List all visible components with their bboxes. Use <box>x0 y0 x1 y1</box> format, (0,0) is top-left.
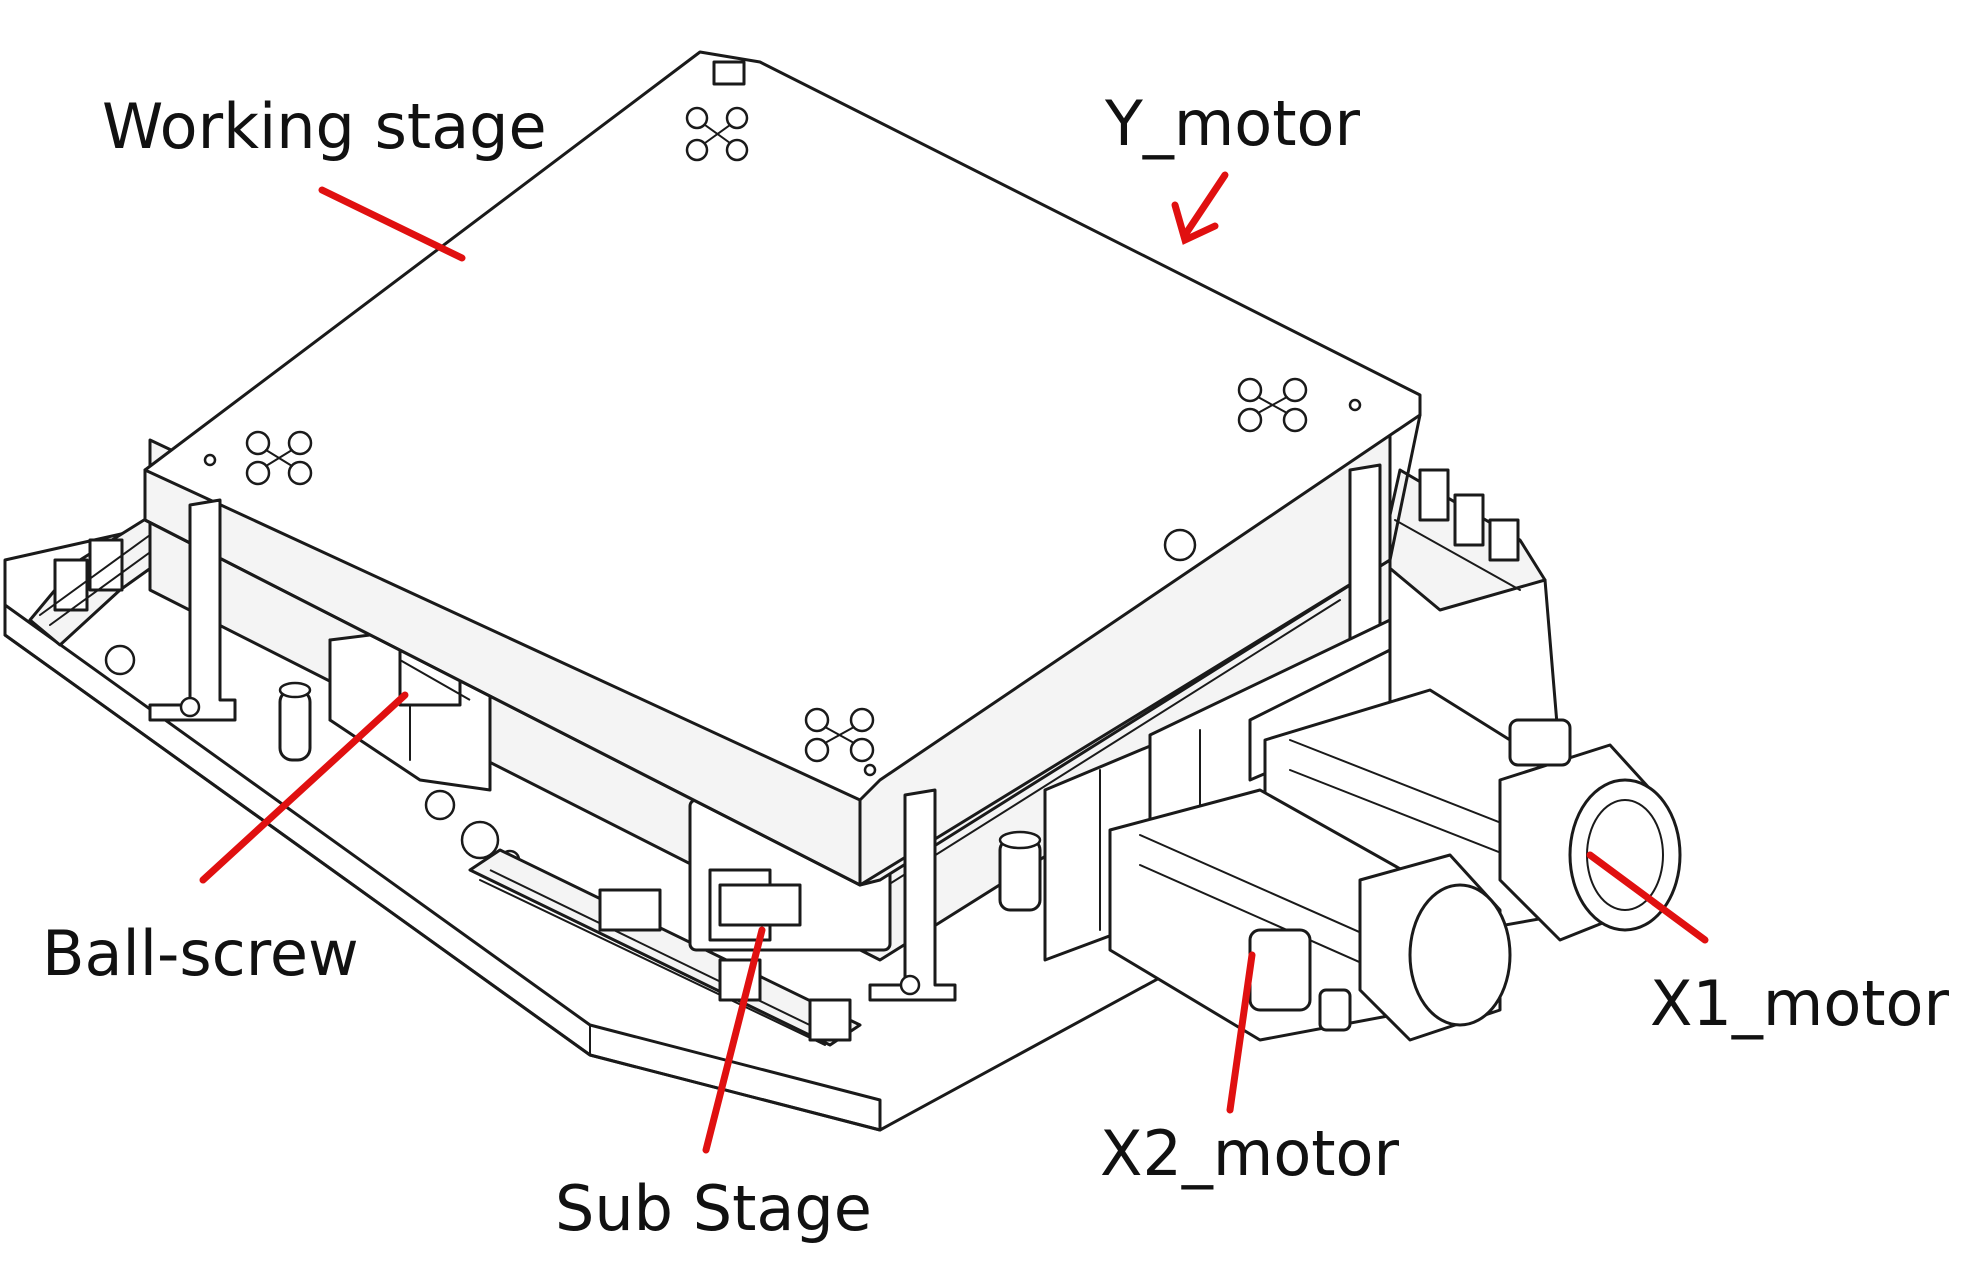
label-working-stage: Working stage <box>102 90 547 163</box>
label-sub-stage: Sub Stage <box>555 1172 872 1245</box>
working-stage-plate <box>143 50 1422 887</box>
bolt-pattern-left <box>203 430 313 486</box>
leader-ball-screw <box>199 691 409 884</box>
label-ball-screw: Ball-screw <box>42 917 359 990</box>
x1-motor <box>1263 688 1682 942</box>
brackets <box>148 463 1382 1002</box>
x2-motor <box>1108 788 1512 1042</box>
leader-x1-motor <box>1586 851 1709 944</box>
front-rail-assembly <box>468 848 862 1047</box>
leader-y-motor <box>1171 171 1229 245</box>
bolt-pattern-bottom <box>804 707 877 777</box>
label-y-motor: Y_motor <box>1104 87 1360 160</box>
leader-x2-motor <box>1226 951 1256 1114</box>
leader-lines <box>199 171 1709 1154</box>
label-x1-motor: X1_motor <box>1650 967 1949 1040</box>
label-x2-motor: X2_motor <box>1100 1117 1399 1190</box>
leader-working-stage <box>318 186 466 262</box>
bolt-pattern-right <box>1237 377 1362 433</box>
leader-sub-stage <box>702 926 766 1154</box>
bolt-pattern-top <box>685 60 749 162</box>
right-rail-assembly <box>1378 468 1547 612</box>
